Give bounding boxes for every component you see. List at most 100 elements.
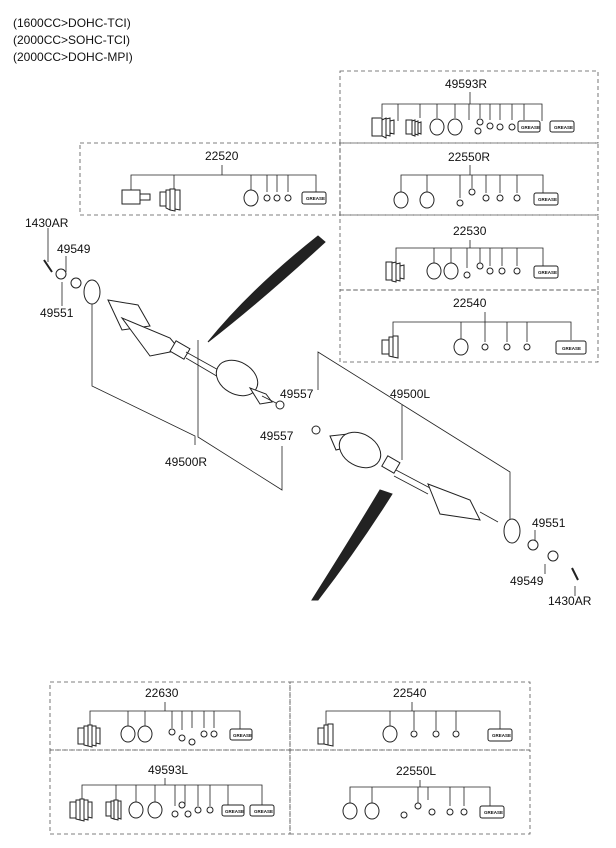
kit-label-22550L: 22550L — [396, 764, 436, 778]
boot-icon — [159, 188, 181, 212]
ring-icon — [243, 189, 259, 207]
boot-icon — [105, 799, 122, 821]
engine-variant-1: (1600CC>DOHC-TCI) — [13, 16, 131, 30]
clip-icon — [273, 194, 281, 202]
boot-icon — [405, 119, 422, 137]
kit-box-22530[interactable]: 22530 GREASE — [339, 214, 599, 291]
clip-icon — [178, 801, 186, 809]
ring-icon — [147, 801, 163, 819]
ring-icon — [426, 262, 442, 280]
clip-icon — [481, 343, 489, 351]
ring-icon — [120, 725, 136, 743]
ring-icon — [453, 338, 469, 356]
grease-label: GREASE — [492, 733, 511, 738]
kit-box-22630[interactable]: 22630 GREASE — [49, 681, 291, 751]
ring-icon — [364, 802, 380, 820]
callout-49557-upper: 49557 — [280, 387, 314, 401]
grease-tube-icon: GREASE — [301, 191, 327, 205]
clip-icon — [496, 123, 504, 131]
grease-tube-icon: GREASE — [517, 120, 541, 133]
clip-icon — [474, 127, 482, 135]
ring-icon — [382, 725, 398, 743]
grease-label: GREASE — [554, 125, 573, 130]
clip-icon — [194, 806, 202, 814]
ring-icon — [447, 118, 463, 136]
drive-shaft-49500R[interactable] — [107, 299, 285, 410]
grease-label: GREASE — [562, 346, 581, 351]
grease-tube-icon: GREASE — [229, 728, 253, 741]
callout-49500R: 49500R — [165, 455, 207, 469]
clip-icon — [513, 194, 521, 202]
nut-icon — [55, 268, 67, 280]
kit-box-49593R[interactable]: 49593R GREASE GREASE — [339, 70, 599, 144]
clip-icon — [168, 728, 176, 736]
clip-icon — [486, 122, 494, 130]
kit-box-22550L[interactable]: 22550L GREASE — [289, 749, 531, 835]
clip-icon — [476, 118, 484, 126]
kit-box-22540-bottom[interactable]: 22540 GREASE — [289, 681, 531, 751]
drive-shaft-49500L[interactable] — [311, 425, 521, 544]
kit-box-22550R[interactable]: 22550R GREASE — [339, 142, 599, 216]
clip-icon — [460, 808, 468, 816]
clip-icon — [523, 343, 531, 351]
clip-icon — [456, 199, 464, 207]
callout-1430AR-right: 1430AR — [548, 594, 592, 608]
clip-icon — [486, 267, 494, 275]
clip-icon — [476, 262, 484, 270]
kit-box-49593L[interactable]: 49593L GREASE GREASE — [49, 749, 291, 835]
divider-stroke — [311, 489, 393, 601]
clip-icon — [200, 730, 208, 738]
clip-icon — [171, 810, 179, 818]
callout-1430AR-left: 1430AR — [25, 216, 69, 230]
grease-tube-icon: GREASE — [549, 120, 575, 133]
kit-box-22540-top[interactable]: 22540 GREASE — [339, 289, 599, 363]
clip-icon — [508, 123, 516, 131]
ring-icon — [429, 118, 445, 136]
boot-icon — [371, 117, 395, 139]
grease-label: GREASE — [254, 809, 273, 814]
boot-icon — [69, 798, 93, 822]
kit-label-22550R: 22550R — [448, 150, 490, 164]
grease-label: GREASE — [233, 733, 252, 738]
clip-icon — [263, 194, 271, 202]
callout-49557-lower: 49557 — [260, 429, 294, 443]
grease-tube-icon: GREASE — [249, 804, 275, 817]
clip-icon — [188, 738, 196, 746]
washer-icon — [527, 539, 539, 551]
clip-icon — [452, 730, 460, 738]
kit-label-22520: 22520 — [205, 149, 239, 163]
engine-variant-2: (2000CC>SOHC-TCI) — [13, 33, 130, 47]
clip-icon — [498, 267, 506, 275]
clip-icon — [503, 343, 511, 351]
clip-icon — [463, 271, 471, 279]
kit-label-49593R: 49593R — [445, 77, 487, 91]
ring-icon — [128, 801, 144, 819]
engine-variant-header: (1600CC>DOHC-TCI) (2000CC>SOHC-TCI) (200… — [13, 16, 133, 64]
clip-icon — [496, 194, 504, 202]
ring-icon — [137, 725, 153, 743]
ring-icon — [419, 191, 435, 209]
divider-stroke — [207, 235, 326, 343]
circlip-icon — [275, 400, 285, 410]
clip-icon — [210, 730, 218, 738]
callout-49549-right: 49549 — [510, 574, 544, 588]
clip-icon — [410, 730, 418, 738]
washer-icon — [70, 277, 82, 289]
grease-label: GREASE — [225, 809, 244, 814]
bolt-icon — [571, 567, 579, 581]
kit-label-22540-bottom: 22540 — [393, 686, 427, 700]
kit-box-22520[interactable]: 22520 GREASE — [79, 142, 341, 216]
clip-icon — [184, 810, 192, 818]
clip-icon — [513, 267, 521, 275]
clip-icon — [206, 806, 214, 814]
boot-icon — [381, 335, 399, 359]
kit-label-22630: 22630 — [145, 686, 179, 700]
clip-icon — [432, 730, 440, 738]
boot-icon — [385, 261, 405, 283]
circlip-icon — [311, 425, 321, 435]
ring-icon — [342, 802, 358, 820]
kit-label-22540-top: 22540 — [453, 296, 487, 310]
clip-icon — [482, 194, 490, 202]
grease-tube-icon: GREASE — [479, 805, 505, 819]
tone-ring-icon — [503, 518, 521, 544]
